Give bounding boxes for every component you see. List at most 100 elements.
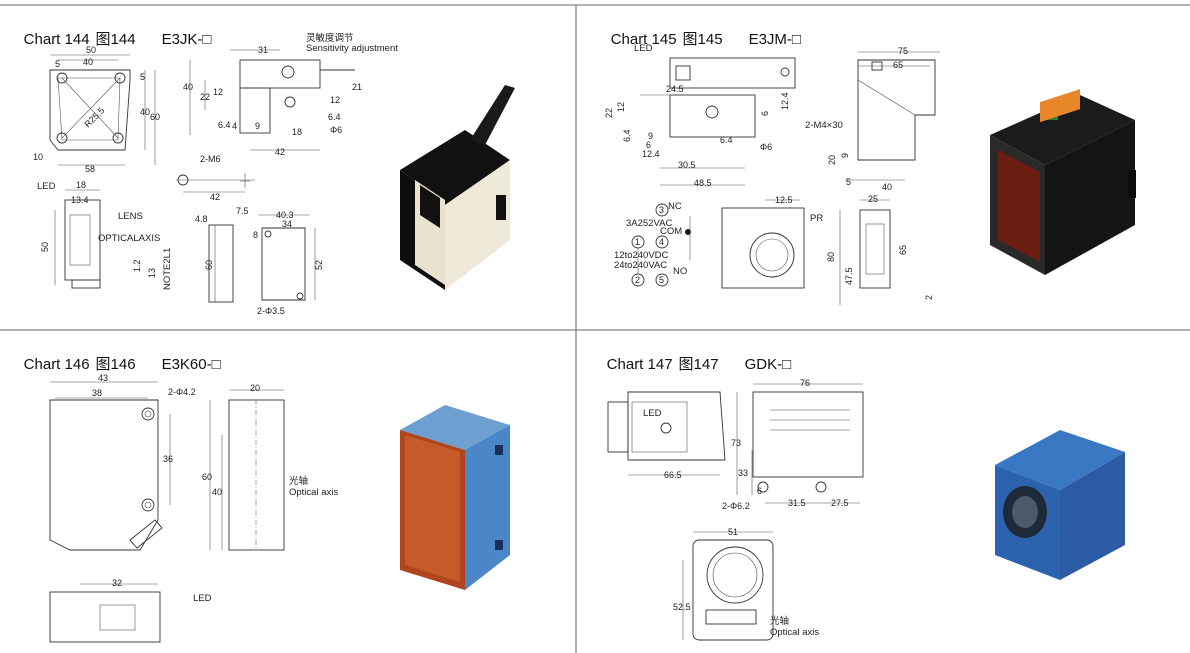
dim-label: 52.5 <box>673 602 691 612</box>
chart-label-cn: 图146 <box>95 356 136 373</box>
com-label: COM <box>660 226 682 237</box>
dim-label: 40.3 <box>276 210 294 220</box>
dim-label: 42 <box>275 147 285 157</box>
dim-label: 22 <box>200 92 210 102</box>
dim-label: 5 <box>140 72 145 82</box>
dim-label: 25 <box>868 194 878 204</box>
dim-label: 50 <box>86 45 96 55</box>
optical-axis-label: OPTICALAXIS <box>98 233 160 244</box>
sensor-side-view: 灵敏度调节 Sensitivity adjustment 31 40 22 12… <box>183 32 398 157</box>
dim-label: 48.5 <box>694 178 712 188</box>
dim-label: 5 <box>846 177 851 187</box>
dim-label: 40 <box>140 107 150 117</box>
gdk-lens-view: 51 52.5 光轴 Optical axis <box>673 527 819 641</box>
chart-label: Chart 147 <box>606 356 673 373</box>
dim-label: 20 <box>250 383 260 393</box>
dim-label: 6.4 <box>720 135 733 145</box>
dim-label: 9 <box>255 121 260 131</box>
terminal-5: 5 <box>659 275 664 285</box>
dim-label: 12 <box>213 87 223 97</box>
model-code: E3K60-□ <box>161 356 221 373</box>
dim-label: 18 <box>76 180 86 190</box>
dim-label: 52 <box>314 260 324 270</box>
dim-label: 4.8 <box>195 214 208 224</box>
dim-label: 13.4 <box>71 195 89 205</box>
e3jm-lens-view: 12.5 PR <box>721 195 823 289</box>
m4-label: 2-M4×30 <box>805 120 843 131</box>
dim-label: 6 <box>646 140 651 150</box>
e3k60-bottom-view: 32 LED <box>49 578 212 643</box>
radius-label: R25.5 <box>82 105 106 129</box>
dim-label: 50 <box>40 242 50 252</box>
dim-label: 30.5 <box>678 160 696 170</box>
dim-label: 5 <box>55 59 60 69</box>
phi42-label: 2-Φ4.2 <box>168 387 196 397</box>
dim-label: 40 <box>212 487 222 497</box>
chart-label-cn: 图144 <box>95 31 136 48</box>
phi6-label: Φ6 <box>760 142 772 152</box>
back-views: 4.8 7.5 60 40.3 34 8 52 2-Φ3.5 <box>195 206 324 316</box>
mount-holes-view: 2-M6 42 <box>176 154 255 202</box>
chart-label: Chart 145 <box>610 31 677 48</box>
sensitivity-en-label: Sensitivity adjustment <box>306 43 398 54</box>
optical-axis-en-label: Optical axis <box>770 627 819 638</box>
sensitivity-cn-label: 灵敏度调节 <box>306 32 354 44</box>
terminal-1: 1 <box>635 237 640 247</box>
optical-axis-cn-label: 光轴 <box>770 615 789 627</box>
dim-label: 13 <box>147 268 157 278</box>
dim-label: 9 <box>840 153 850 158</box>
dim-label: 12.5 <box>775 195 793 205</box>
product-photo-e3k60 <box>400 405 510 590</box>
dim-label: 47.5 <box>844 267 854 285</box>
led-label: LED <box>643 408 662 419</box>
model-code: GDK-□ <box>744 356 792 373</box>
chart-label: Chart 146 <box>23 356 90 373</box>
e3jm-back-view: 25 80 65 47.5 2 <box>826 194 934 305</box>
dim-label: 12 <box>330 95 340 105</box>
dim-label: 40 <box>183 82 193 92</box>
dim-label: 40 <box>83 57 93 67</box>
dim-label: 58 <box>85 164 95 174</box>
dim-label: 73 <box>731 438 741 448</box>
led-label: LED <box>634 43 653 54</box>
dim-label: 12 <box>616 102 626 112</box>
gdk-front-view: 76 73 33 6 31.5 27.5 2-Φ6.2 <box>722 378 864 511</box>
dim-label: 42 <box>210 192 220 202</box>
e3jm-profile-view: 75 65 2-M4×30 20 9 5 40 <box>805 46 940 192</box>
terminal-2: 2 <box>635 275 640 285</box>
phi35-label: 2-Φ3.5 <box>257 306 285 316</box>
dim-label: 20 <box>827 155 837 165</box>
dim-label: 9 <box>648 131 653 141</box>
wiring-diagram: NC 3A252VAC COM 12to240VDC 24to240VAC NO… <box>614 201 691 287</box>
model-code: E3JM-□ <box>748 31 801 48</box>
dim-label: 34 <box>282 219 292 229</box>
pr-label: PR <box>810 213 823 224</box>
dim-label: 31.5 <box>788 498 806 508</box>
dim-label: 6 <box>760 111 770 116</box>
product-photo-gdk <box>995 89 1125 580</box>
gdk-side-view: LED 66.5 <box>607 391 726 480</box>
note-label: NOTE2L1 <box>162 248 173 290</box>
dim-label: 76 <box>800 378 810 388</box>
e3k60-side-view: 20 60 40 光轴 Optical axis <box>202 383 338 551</box>
dc-rating-label: 12to240VDC <box>614 250 669 261</box>
nc-label: NC <box>668 201 682 212</box>
dim-label: 22 <box>604 108 614 118</box>
dim-label: 80 <box>826 252 836 262</box>
dim-label: 6.4 <box>218 120 231 130</box>
dim-label: 12.4 <box>780 92 790 110</box>
dim-label: 10 <box>33 152 43 162</box>
dim-label: 40 <box>882 182 892 192</box>
e3jm-side-view: LED 24.5 22 12 6.4 9 6 12.4 30.5 48.5 6.… <box>604 43 796 188</box>
e3k60-front-view: 43 38 2-Φ4.2 36 <box>49 373 196 551</box>
dim-label: 6 <box>757 486 762 496</box>
ac-range-label: 24to240VAC <box>614 260 667 271</box>
dim-label: 51 <box>728 527 738 537</box>
dim-label: 65 <box>893 60 903 70</box>
terminal-3: 3 <box>659 205 664 215</box>
dim-label: 36 <box>163 454 173 464</box>
ac-rating-label: 3A252VAC <box>626 218 672 229</box>
dim-label: 2 <box>924 295 934 300</box>
